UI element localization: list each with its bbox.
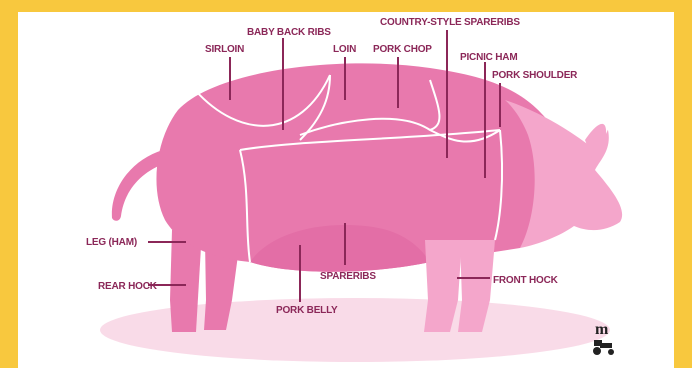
label-leg-ham: LEG (HAM) [86,237,137,248]
label-loin: LOIN [333,44,356,55]
label-front-hock: FRONT HOCK [493,275,559,286]
label-rear-hock: REAR HOCK [98,281,158,292]
label-pork-chop: PORK CHOP [373,44,432,55]
label-sirloin: SIRLOIN [205,44,244,55]
brand-logo-letter: m [595,321,609,338]
label-pork-belly: PORK BELLY [276,305,338,316]
label-country-style-spareribs: COUNTRY-STYLE SPARERIBS [380,17,520,28]
label-baby-back-ribs: BABY BACK RIBS [247,27,331,38]
label-picnic-ham: PICNIC HAM [460,52,517,63]
tractor-icon [593,340,614,355]
label-spareribs: SPARERIBS [320,271,376,282]
label-pork-shoulder: PORK SHOULDER [492,70,578,81]
